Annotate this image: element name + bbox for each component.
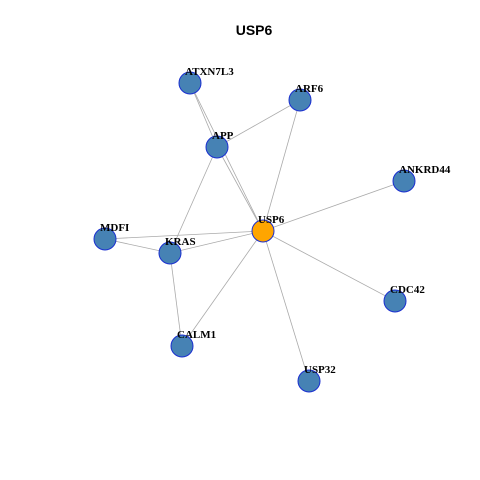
edge-usp6-app: [216, 146, 264, 232]
node-usp6[interactable]: [251, 219, 275, 243]
node-label-arf6: ARF6: [295, 83, 324, 95]
node-kras[interactable]: [158, 241, 182, 265]
node-layer: [93, 71, 416, 393]
graph-title: USP6: [236, 22, 273, 38]
edge-app-kras: [169, 146, 218, 254]
node-cdc42[interactable]: [383, 289, 407, 313]
node-app[interactable]: [205, 135, 229, 159]
edge-app-arf6: [216, 99, 301, 148]
node-calm1[interactable]: [170, 334, 194, 358]
edge-usp6-cdc42: [262, 230, 396, 302]
node-label-app: APP: [212, 130, 234, 142]
edge-usp6-arf6: [262, 99, 301, 232]
node-arf6[interactable]: [288, 88, 312, 112]
node-label-mdfi: MDFI: [100, 222, 129, 234]
node-ankrd44[interactable]: [392, 169, 416, 193]
edge-atxn7l3-app: [189, 82, 218, 148]
node-label-cdc42: CDC42: [390, 284, 425, 296]
edge-usp6-usp32: [262, 230, 310, 382]
node-atxn7l3[interactable]: [178, 71, 202, 95]
node-label-calm1: CALM1: [177, 329, 216, 341]
node-label-usp6: USP6: [258, 214, 285, 226]
node-usp32[interactable]: [297, 369, 321, 393]
node-mdfi[interactable]: [93, 227, 117, 251]
edge-usp6-ankrd44: [262, 180, 405, 232]
edge-usp6-atxn7l3: [189, 82, 264, 232]
edge-usp6-calm1: [181, 230, 264, 347]
node-label-kras: KRAS: [165, 236, 196, 248]
node-label-ankrd44: ANKRD44: [399, 164, 451, 176]
node-label-usp32: USP32: [304, 364, 336, 376]
edge-kras-calm1: [169, 252, 183, 347]
node-label-atxn7l3: ATXN7L3: [185, 66, 234, 78]
edge-usp6-mdfi: [104, 230, 264, 240]
edge-usp6-kras: [169, 230, 264, 254]
